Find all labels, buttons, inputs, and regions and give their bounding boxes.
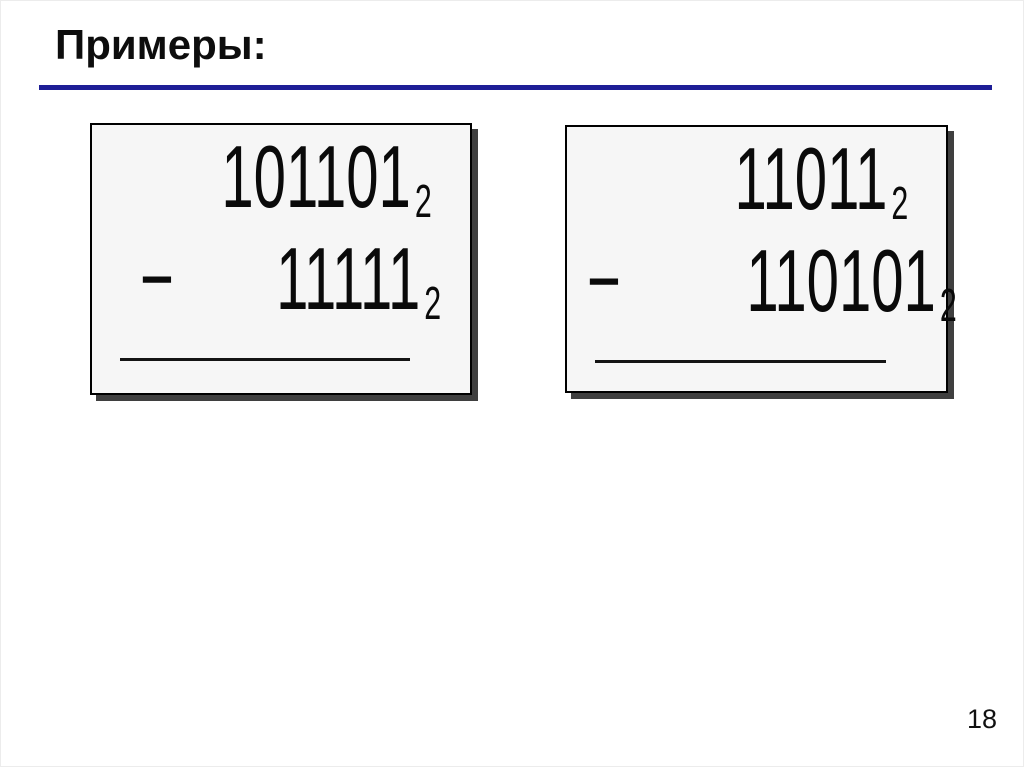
page-number: 18	[966, 704, 997, 734]
subtrahend-number: 111112	[276, 235, 442, 342]
minuend-value: 101101	[221, 127, 412, 226]
subtrahend-value: 11111	[276, 229, 421, 328]
subtraction-problem-2: 110112 − 1101012	[567, 127, 957, 363]
subtrahend-line: − 111112	[92, 229, 442, 342]
base-subscript: 2	[891, 177, 908, 229]
subtrahend-line: − 1101012	[567, 231, 957, 344]
subtraction-problem-1: 1011012 − 111112	[92, 125, 470, 361]
answer-line	[595, 360, 886, 363]
minuend-value: 11011	[734, 129, 888, 228]
example-box-2: 110112 − 1101012	[565, 125, 957, 393]
subtrahend-number: 1101012	[747, 237, 958, 344]
example-box-1: 1011012 − 111112	[90, 123, 472, 395]
minuend-line: 110112	[567, 135, 908, 242]
page-title: Примеры:	[55, 21, 267, 68]
minuend-line: 1011012	[92, 133, 432, 240]
base-subscript: 2	[424, 277, 442, 329]
title-underline	[39, 85, 992, 90]
base-subscript: 2	[415, 175, 432, 227]
minus-operator: −	[587, 231, 621, 330]
subtrahend-value: 110101	[746, 231, 937, 330]
answer-line	[120, 358, 410, 361]
minuend-number: 1011012	[222, 133, 432, 240]
minus-operator: −	[140, 229, 174, 328]
base-subscript: 2	[940, 279, 958, 331]
minuend-number: 110112	[734, 135, 908, 242]
